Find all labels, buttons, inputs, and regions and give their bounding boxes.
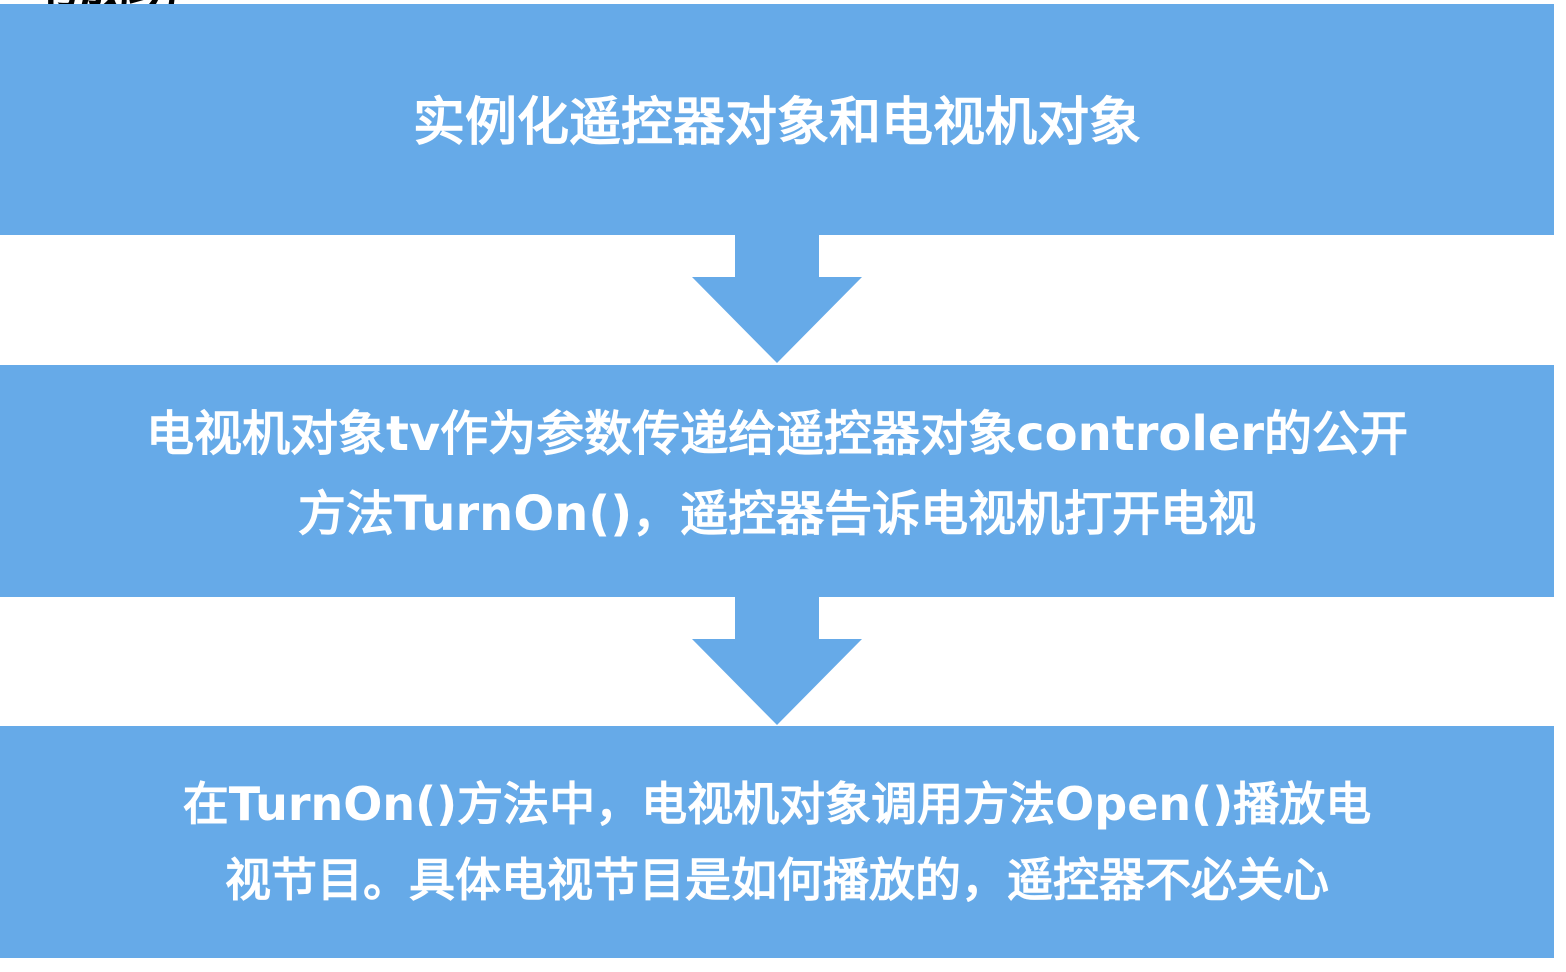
flow-step-1-line-1: 实例化遥控器对象和电视机对象: [412, 93, 1141, 153]
flow-step-3: 在TurnOn()方法中，电视机对象调用方法Open()播放电 视节目。具体电视…: [0, 726, 1554, 958]
flow-step-2-line-1: 电视机对象tv作为参数传递给遥控器对象controler的公开: [145, 406, 1409, 462]
flow-step-2-line-2: 方法TurnOn()，遥控器告诉电视机打开电视: [297, 486, 1257, 542]
flow-arrow-1: [692, 235, 862, 363]
flow-step-3-line-2: 视节目。具体电视节目是如何播放的，遥控器不必关心: [225, 853, 1329, 907]
flow-step-2: 电视机对象tv作为参数传递给遥控器对象controler的公开 方法TurnOn…: [0, 365, 1554, 597]
flow-step-1: 实例化遥控器对象和电视机对象: [0, 4, 1554, 235]
down-arrow-icon: [692, 597, 862, 725]
down-arrow-icon: [692, 235, 862, 363]
flow-step-3-line-1: 在TurnOn()方法中，电视机对象调用方法Open()播放电: [182, 777, 1372, 831]
flow-arrow-2: [692, 597, 862, 725]
